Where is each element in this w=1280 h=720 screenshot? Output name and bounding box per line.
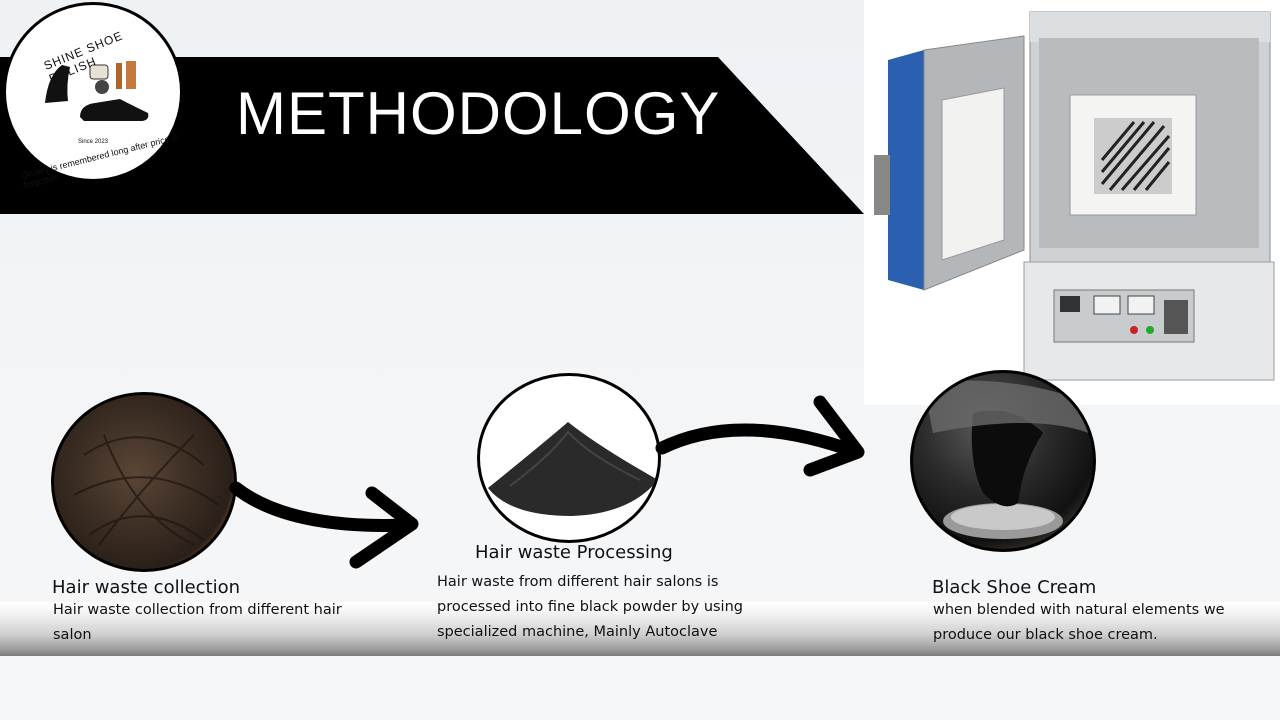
slide-title: METHODOLOGY	[236, 80, 721, 147]
step1-description: Hair waste collection from different hai…	[53, 602, 342, 643]
brand-logo: SHINE SHOE POLISH Since 2023	[3, 2, 183, 182]
step1-label: Hair waste collection	[52, 577, 241, 598]
black-powder-image	[477, 373, 661, 543]
shoe-icon	[45, 61, 149, 121]
arrow-1	[229, 481, 417, 532]
step3-label: Black Shoe Cream	[932, 577, 1097, 598]
step2-description: Hair waste from different hair salons is…	[437, 574, 743, 640]
arrow-2	[655, 423, 863, 459]
shoe-cream-image	[910, 370, 1096, 552]
bottom-band	[0, 602, 1280, 656]
step2-label: Hair waste Processing	[475, 542, 673, 563]
logo-since-text: Since 2023	[78, 139, 109, 145]
furnace-photo	[864, 0, 1280, 405]
step3-description: when blended with natural elements we pr…	[933, 602, 1225, 643]
